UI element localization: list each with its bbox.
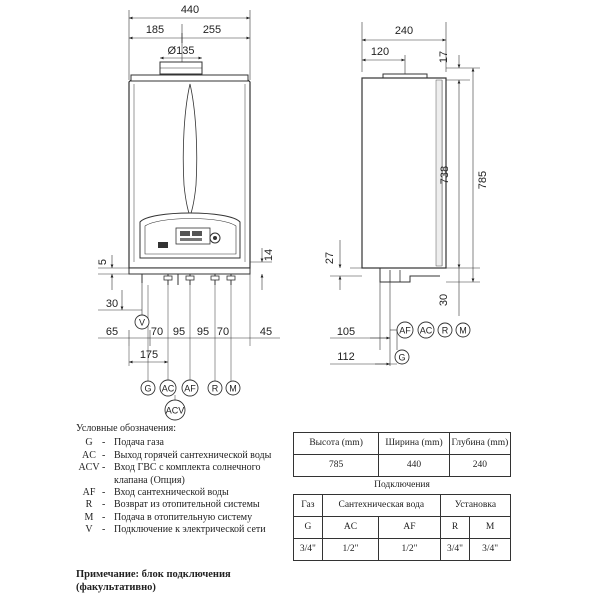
legend-code: M (84, 511, 94, 523)
code-r: R (439, 516, 471, 539)
dim-spacing-1: 65 (106, 326, 118, 338)
label-ac: AC (162, 384, 175, 394)
legend-item: V- Подключение к электрической сети (76, 524, 296, 536)
legend-item: AF- Вход сантехнической воды (76, 487, 296, 499)
dim-spacing-3: 95 (173, 326, 185, 338)
dim-bottom-offset: 30 (106, 298, 118, 310)
legend-text: Возврат из отопительной системы (114, 499, 260, 511)
legend-code: ACV (78, 462, 100, 474)
legend: Условные обозначения: G- Подача газа AC-… (76, 423, 296, 537)
legend-title: Условные обозначения: (76, 423, 177, 434)
size-m: 3/4" (469, 538, 511, 561)
size-af: 1/2" (378, 538, 441, 561)
connections-title: Подключения (293, 476, 511, 495)
specs-table: Высота (mm) Ширина (mm) Глубина (mm) 785… (292, 432, 512, 561)
header-depth: Глубина (mm) (448, 432, 512, 455)
connection-block-note: Примечание: блок подключения (факультати… (76, 569, 231, 593)
size-r: 3/4" (439, 538, 471, 561)
value-width: 440 (378, 454, 450, 477)
front-view (98, 10, 280, 403)
dim-top-offset: 17 (438, 51, 450, 63)
side-label-ac: AC (420, 326, 433, 336)
v-connector: V (134, 314, 150, 330)
side-connector-labels (394, 321, 471, 365)
legend-text: Подача в отопительную систему (114, 511, 253, 523)
technical-drawing: 440 185 255 Ø135 5 14 30 V 65 70 95 95 7… (97, 4, 489, 421)
legend-text: Выход горячей сантехнической воды (114, 449, 272, 461)
dim-flue-diameter: Ø135 (168, 45, 195, 57)
v-label: V (139, 318, 145, 328)
legend-code: AF (82, 487, 96, 499)
dim-total-width: 440 (181, 4, 199, 16)
size-g: 3/4" (293, 538, 323, 561)
legend-code: V (85, 524, 93, 536)
code-g: G (293, 516, 323, 539)
legend-text: Вход сантехнической воды (114, 487, 229, 499)
dim-bottom-offset-side: 30 (438, 294, 450, 306)
size-ac: 1/2" (321, 538, 380, 561)
value-height: 785 (292, 454, 380, 477)
dim-body-height: 738 (439, 166, 451, 184)
legend-text: Вход ГВС с комплекта солнечного клапана … (114, 462, 261, 486)
dim-gas-depth: 112 (337, 351, 355, 363)
legend-code: AC (82, 449, 96, 461)
side-label-m: M (459, 326, 467, 336)
legend-text: Подключение к электрической сети (114, 524, 266, 536)
group-installation: Установка (439, 494, 512, 517)
side-label-r: R (442, 326, 449, 336)
code-af: AF (378, 516, 441, 539)
dim-left-offset: 5 (97, 259, 109, 265)
dim-spacing-2: 70 (151, 326, 163, 338)
dim-spacing-5: 70 (217, 326, 229, 338)
dim-total-height: 785 (477, 171, 489, 189)
group-water: Сантехническая вода (321, 494, 441, 517)
dim-right-part: 255 (203, 24, 221, 36)
legend-item: AC- Выход горячей сантехнической воды (76, 450, 296, 462)
legend-item: G- Подача газа (76, 437, 296, 449)
dim-conn-depth: 105 (337, 326, 355, 338)
header-height: Высота (mm) (292, 432, 380, 455)
dim-g-offset: 175 (140, 349, 158, 361)
label-g: G (144, 384, 151, 394)
code-ac: AC (321, 516, 380, 539)
legend-item: R- Возврат из отопительной системы (76, 499, 296, 511)
legend-item: ACV- Вход ГВС с комплекта солнечного кла… (76, 462, 296, 487)
group-gas: Газ (293, 494, 323, 517)
dim-flue-offset: 120 (371, 46, 389, 58)
dim-spacing-6: 45 (260, 326, 272, 338)
bottom-connector-labels (140, 379, 241, 421)
legend-code: R (85, 499, 93, 511)
legend-text: Подача газа (114, 437, 164, 449)
label-m: M (229, 384, 237, 394)
side-label-g: G (398, 353, 405, 363)
dim-spacing-4: 95 (197, 326, 209, 338)
label-r: R (212, 384, 219, 394)
dim-right-offset: 14 (263, 249, 275, 261)
legend-code: G (85, 437, 93, 449)
dim-left-part: 185 (146, 24, 164, 36)
boiler-top-cap (130, 74, 249, 82)
side-label-af: AF (399, 326, 411, 336)
side-body (361, 77, 447, 269)
value-depth: 240 (448, 454, 512, 477)
code-m: M (469, 516, 511, 539)
dim-left-offset-side: 27 (324, 252, 336, 264)
side-view (330, 22, 480, 366)
label-acv: ACV (166, 406, 185, 416)
header-width: Ширина (mm) (378, 432, 450, 455)
label-af: AF (184, 384, 196, 394)
dim-depth: 240 (395, 25, 413, 37)
legend-item: M- Подача в отопительную систему (76, 512, 296, 524)
